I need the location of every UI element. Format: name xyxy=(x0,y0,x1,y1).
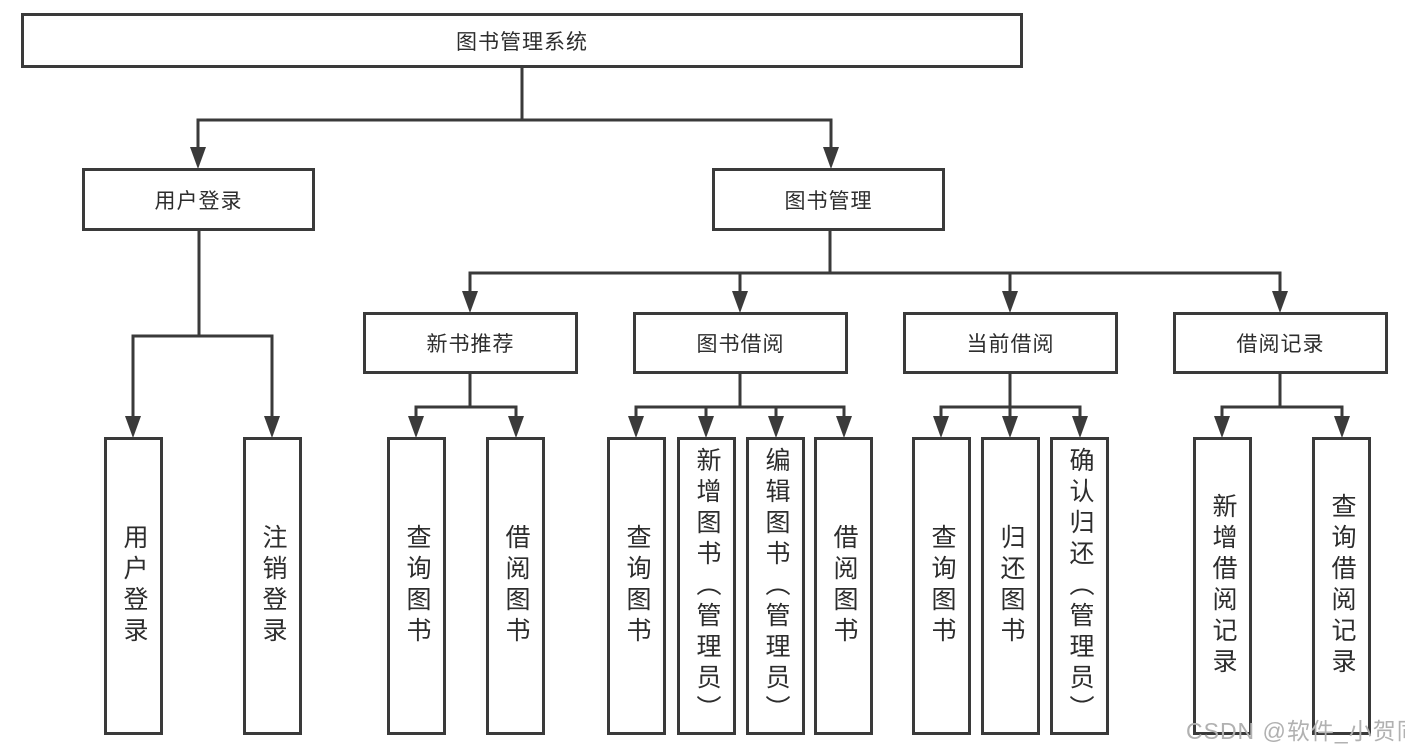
arrow-down-icon xyxy=(1002,291,1018,313)
edge-user-login-to-leaves xyxy=(125,231,280,438)
edge-book-borrow-to-leaves xyxy=(628,372,852,438)
leaf-label: 新增图书（管理员） xyxy=(693,446,721,726)
leaf-label: 借阅图书 xyxy=(502,524,530,648)
arrow-down-icon xyxy=(768,416,784,438)
leaf-label: 新增借阅记录 xyxy=(1209,493,1237,679)
leaf-query-books-current: 查询图书 xyxy=(912,437,971,735)
node-label: 图书管理系统 xyxy=(456,30,588,54)
leaf-edit-books-admin: 编辑图书（管理员） xyxy=(746,437,805,735)
leaf-label: 确认归还（管理员） xyxy=(1066,446,1094,726)
node-label: 用户登录 xyxy=(154,189,243,213)
leaf-query-borrow-record: 查询借阅记录 xyxy=(1312,437,1371,735)
arrow-down-icon xyxy=(836,416,852,438)
node-new-book-recommendation: 新书推荐 xyxy=(363,312,578,374)
arrow-down-icon xyxy=(628,416,644,438)
arrow-down-icon xyxy=(823,147,839,169)
edge-root-to-level2 xyxy=(190,66,839,169)
node-borrowing-records: 借阅记录 xyxy=(1173,312,1388,374)
arrow-down-icon xyxy=(1214,416,1230,438)
node-current-borrowing: 当前借阅 xyxy=(903,312,1118,374)
node-label: 图书借阅 xyxy=(696,333,785,356)
leaf-label: 查询借阅记录 xyxy=(1328,493,1356,679)
leaf-add-books-admin: 新增图书（管理员） xyxy=(677,437,736,735)
leaf-add-borrow-record: 新增借阅记录 xyxy=(1193,437,1252,735)
node-user-login: 用户登录 xyxy=(82,168,315,231)
leaf-confirm-return-admin: 确认归还（管理员） xyxy=(1050,437,1109,735)
node-book-management: 图书管理 xyxy=(712,168,945,231)
arrow-down-icon xyxy=(732,291,748,313)
node-label: 新书推荐 xyxy=(426,333,515,356)
leaf-label: 用户登录 xyxy=(120,524,148,648)
leaf-borrow-books-recommend: 借阅图书 xyxy=(486,437,545,735)
arrow-down-icon xyxy=(698,416,714,438)
edge-book-management-to-level3 xyxy=(462,231,1288,313)
node-label: 图书管理 xyxy=(784,189,873,213)
node-library-management-system: 图书管理系统 xyxy=(21,13,1023,68)
arrow-down-icon xyxy=(1072,416,1088,438)
leaf-label: 编辑图书（管理员） xyxy=(762,446,790,726)
leaf-logout: 注销登录 xyxy=(243,437,302,735)
leaf-label: 查询图书 xyxy=(928,524,956,648)
leaf-label: 查询图书 xyxy=(623,524,651,648)
leaf-label: 注销登录 xyxy=(259,524,287,648)
leaf-label: 查询图书 xyxy=(403,524,431,648)
arrow-down-icon xyxy=(462,291,478,313)
arrow-down-icon xyxy=(1334,416,1350,438)
arrow-down-icon xyxy=(508,416,524,438)
arrow-down-icon xyxy=(1272,291,1288,313)
edge-borrow-records-to-leaves xyxy=(1214,372,1350,438)
leaf-return-books: 归还图书 xyxy=(981,437,1040,735)
leaf-query-books-recommend: 查询图书 xyxy=(387,437,446,735)
arrow-down-icon xyxy=(1002,416,1018,438)
edge-new-book-to-leaves xyxy=(408,372,524,438)
node-label: 借阅记录 xyxy=(1236,333,1325,356)
leaf-query-books-borrow: 查询图书 xyxy=(607,437,666,735)
arrow-down-icon xyxy=(264,416,280,438)
edge-current-borrow-to-leaves xyxy=(933,372,1088,438)
arrow-down-icon xyxy=(933,416,949,438)
arrow-down-icon xyxy=(190,147,206,169)
node-label: 当前借阅 xyxy=(966,333,1055,356)
leaf-user-login: 用户登录 xyxy=(104,437,163,735)
csdn-watermark: CSDN @软件_小贺同学 xyxy=(1186,718,1405,744)
arrow-down-icon xyxy=(408,416,424,438)
leaf-label: 借阅图书 xyxy=(830,524,858,648)
arrow-down-icon xyxy=(125,416,141,438)
leaf-label: 归还图书 xyxy=(997,524,1025,648)
leaf-borrow-books: 借阅图书 xyxy=(814,437,873,735)
node-book-borrowing: 图书借阅 xyxy=(633,312,848,374)
